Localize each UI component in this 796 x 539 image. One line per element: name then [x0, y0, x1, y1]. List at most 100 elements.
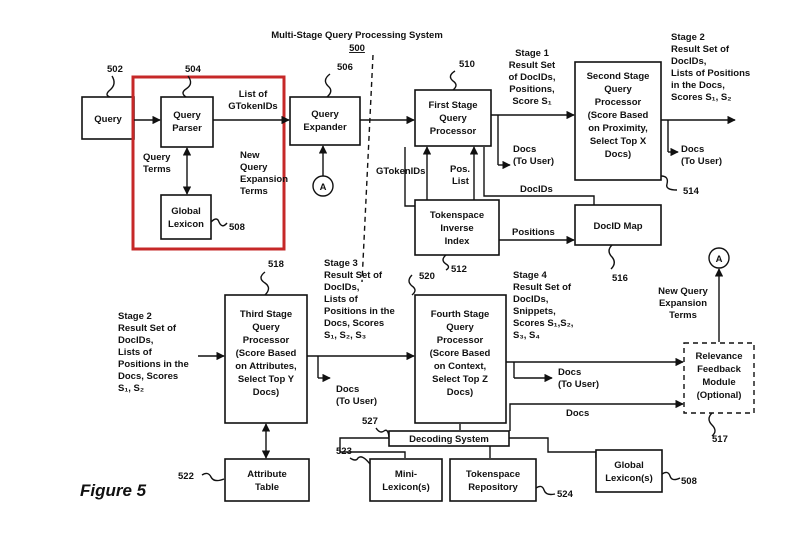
ref-510-leader: [449, 70, 457, 91]
second-stage-l5: on Proximity,: [588, 123, 647, 134]
stage2in-l5: Positions in the: [118, 359, 189, 370]
stage3-l6: Docs, Scores: [324, 318, 384, 329]
second-stage-box: [574, 61, 662, 181]
stage3-l5: Positions in the: [324, 306, 395, 317]
query-expander-box: [289, 96, 361, 146]
first-stage-label-3: Processor: [430, 126, 477, 137]
tokenspace-repo-l2: Repository: [468, 482, 518, 493]
query-box: [81, 96, 135, 140]
stage2in-l7: S₁, S₂: [118, 383, 144, 394]
second-stage-l1: Second Stage: [587, 71, 650, 82]
stage1-l3: of DocIDs,: [509, 72, 556, 83]
stage1-l5: Score S₁: [512, 96, 551, 107]
nqe2-l3: Terms: [669, 310, 697, 321]
highlight-region: [131, 75, 286, 251]
label-terms: Terms: [240, 186, 268, 197]
stage2-l4: Lists of Positions: [671, 68, 750, 79]
docs-user1-l1: Docs: [513, 144, 536, 155]
global-lexicons-l2: Lexicon(s): [605, 473, 653, 484]
stage1-l1: Stage 1: [515, 48, 550, 59]
tokenspace-index-l2: Inverse: [440, 223, 473, 234]
stage4-l3: DocIDs,: [513, 294, 548, 305]
attribute-table-box: [224, 458, 310, 502]
ref-514: 514: [683, 186, 700, 197]
docs-user3-l2: (To User): [336, 396, 377, 407]
line-decoding-to-global: [509, 437, 597, 458]
ref-520: 520: [419, 271, 435, 282]
arrow-docs-to-relevance: [509, 399, 684, 431]
second-stage-l4: (Score Based: [588, 110, 649, 121]
nqe2-l2: Expansion: [659, 298, 707, 309]
ref-514-leader: [660, 175, 678, 191]
relevance-l2: Feedback: [697, 364, 742, 375]
third-stage-l1: Third Stage: [240, 309, 292, 320]
ref-520-leader: [408, 274, 416, 296]
ref-508-leader: [210, 218, 228, 227]
third-stage-l5: on Attributes,: [235, 361, 296, 372]
stage2in-l3: DocIDs,: [118, 335, 153, 346]
query-expander-label-2: Expander: [303, 122, 347, 133]
label-query-terms-1: Query: [143, 152, 171, 163]
ref-516-leader: [608, 244, 615, 270]
stage4-l1: Stage 4: [513, 270, 548, 281]
connector-a-bottom: [708, 247, 730, 269]
global-lexicon-label-1: Global: [171, 206, 201, 217]
diagram-title: Multi-Stage Query Processing System: [271, 30, 443, 41]
second-stage-l3: Processor: [595, 97, 642, 108]
global-lexicon-box: [160, 194, 212, 240]
ref-502: 502: [107, 64, 123, 75]
second-stage-l6: Select Top X: [590, 136, 647, 147]
fourth-stage-l2: Query: [446, 322, 474, 333]
third-stage-l7: Docs): [253, 387, 279, 398]
global-lexicons-box: [595, 449, 663, 493]
third-stage-l2: Query: [252, 322, 280, 333]
tokenspace-index-box: [414, 199, 500, 256]
docs-user2-l1: Docs: [681, 144, 704, 155]
docs-user1-l2: (To User): [513, 156, 554, 167]
line-first-to-docidmap: [483, 147, 595, 205]
global-lexicons-l1: Global: [614, 460, 644, 471]
ref-506-leader: [324, 73, 332, 98]
ref-508b-leader: [661, 471, 681, 481]
ref-508b: 508: [681, 476, 697, 487]
label-query-terms-2: Terms: [143, 164, 171, 175]
ref-504-leader: [182, 75, 192, 98]
stage4-l6: S₃, S₄: [513, 330, 540, 341]
ref-502-leader: [106, 75, 115, 98]
connector-a-bottom-label: A: [716, 254, 723, 265]
stage3-l7: S₁, S₂, S₃: [324, 330, 366, 341]
global-lexicon-label-2: Lexicon: [168, 219, 204, 230]
stage3-l2: Result Set of: [324, 270, 383, 281]
relevance-l1: Relevance: [695, 351, 742, 362]
third-stage-l6: Select Top Y: [238, 374, 295, 385]
first-stage-label-2: Query: [439, 113, 467, 124]
ref-523-leader: [349, 456, 371, 465]
ref-524: 524: [557, 489, 574, 500]
label-gtokenids-mid: GTokenIDs: [376, 166, 425, 177]
stage-divider: [361, 54, 374, 283]
fourth-stage-l1: Fourth Stage: [431, 309, 490, 320]
fourth-stage-l4: (Score Based: [430, 348, 491, 359]
ref-522-leader: [201, 472, 225, 482]
fourth-stage-box: [414, 294, 507, 424]
relevance-l4: (Optional): [697, 390, 742, 401]
stage1-l4: Positions,: [509, 84, 554, 95]
ref-522: 522: [178, 471, 194, 482]
stage3-l3: DocIDs,: [324, 282, 359, 293]
stage2-l5: in the Docs,: [671, 80, 725, 91]
ref-517: 517: [712, 434, 728, 445]
ref-527: 527: [362, 416, 378, 427]
tokenspace-index-l3: Index: [445, 236, 471, 247]
attribute-table-l2: Table: [255, 482, 279, 493]
second-stage-l2: Query: [604, 84, 632, 95]
fourth-stage-l6: Select Top Z: [432, 374, 488, 385]
fourth-stage-l7: Docs): [447, 387, 473, 398]
query-expander-label-1: Query: [311, 109, 339, 120]
label-pos: Pos.: [450, 164, 470, 175]
stage2in-l2: Result Set of: [118, 323, 177, 334]
stage4-l5: Scores S₁,S₂,: [513, 318, 573, 329]
query-parser-label-1: Query: [173, 110, 201, 121]
query-parser-label-2: Parser: [172, 123, 202, 134]
label-list-of: List of: [239, 89, 268, 100]
